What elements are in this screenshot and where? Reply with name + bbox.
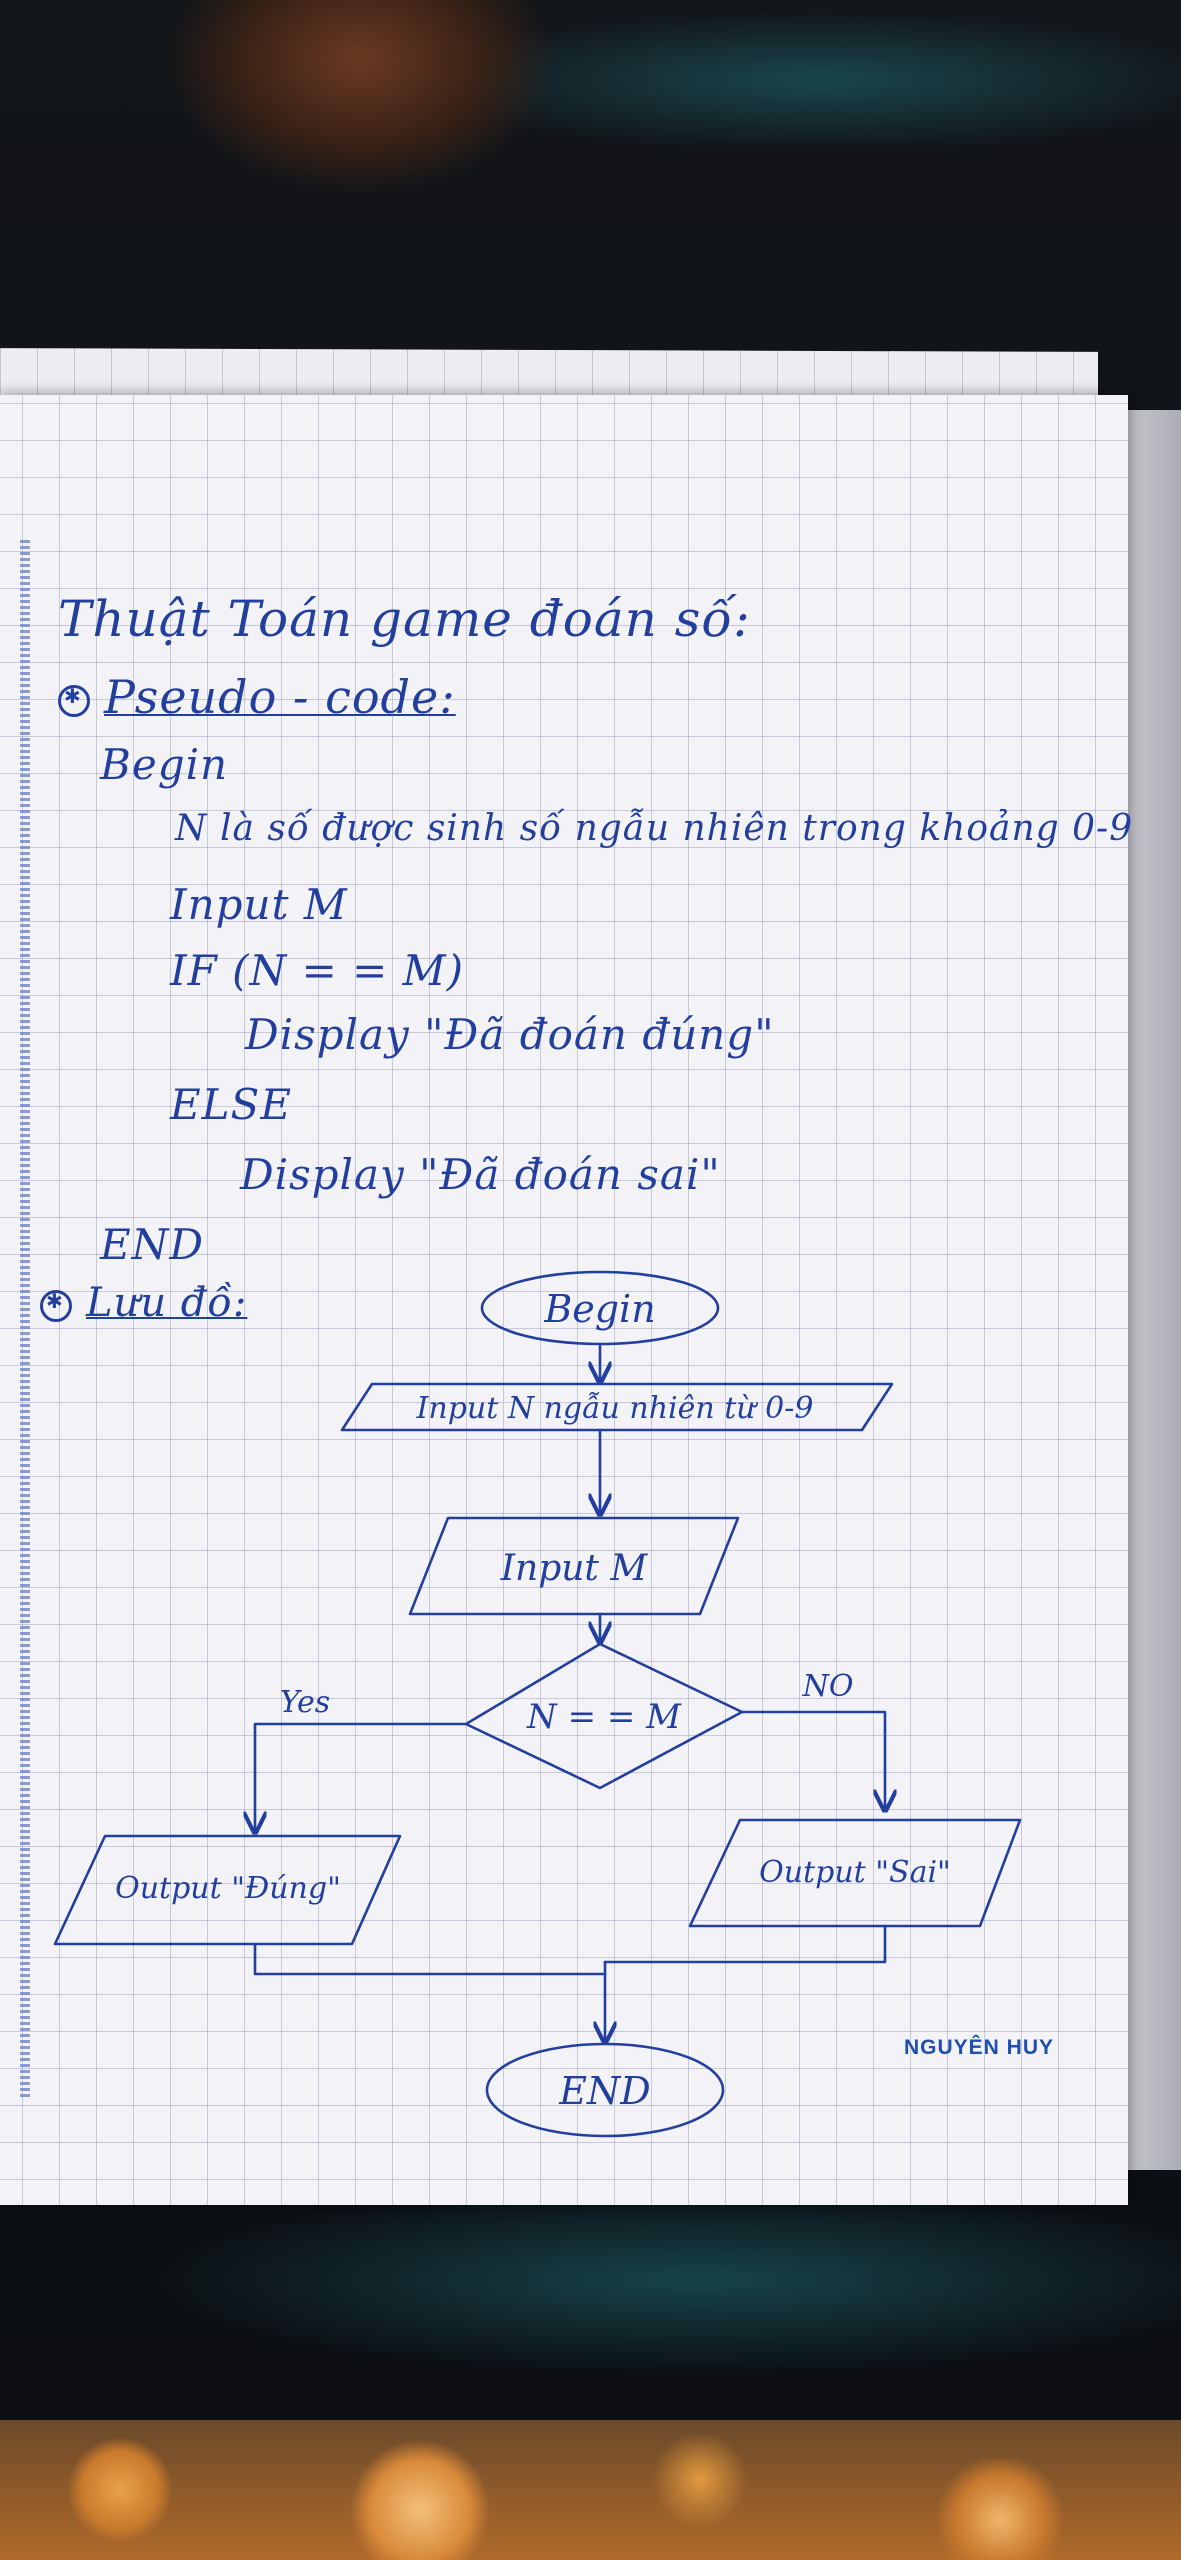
merge-no-line xyxy=(603,1924,887,1964)
flowchart-heading: Lưu đồ: xyxy=(40,1280,247,1326)
decision-diamond xyxy=(464,1642,744,1790)
decision-label: N = = M xyxy=(526,1697,682,1737)
page-title: Thuật Toán game đoán số: xyxy=(58,590,751,648)
asterisk-bullet-icon xyxy=(58,684,90,717)
output-no-parallelogram xyxy=(688,1818,1022,1928)
asterisk-bullet-icon xyxy=(40,1289,72,1322)
input-n-label: Input N ngẫu nhiên từ 0-9 xyxy=(416,1391,814,1426)
output-yes-label: Output "Đúng" xyxy=(115,1871,341,1906)
end-terminal xyxy=(485,2042,725,2138)
input-m-parallelogram xyxy=(408,1516,740,1616)
output-yes-parallelogram xyxy=(53,1834,402,1946)
code-line-n-definition: N là số được sinh số ngẫu nhiên trong kh… xyxy=(175,808,1134,849)
pseudocode-heading: Pseudo - code: xyxy=(58,670,456,724)
code-line-display-correct: Display "Đã đoán đúng" xyxy=(245,1010,775,1059)
input-n-parallelogram xyxy=(340,1382,894,1432)
begin-label: Begin xyxy=(543,1287,655,1331)
code-line-end: END xyxy=(100,1220,205,1269)
flowchart-heading-text: Lưu đồ: xyxy=(86,1280,248,1326)
no-branch-line xyxy=(740,1710,885,1808)
code-line-display-wrong: Display "Đã đoán sai" xyxy=(240,1150,721,1199)
input-m-label: Input M xyxy=(500,1548,649,1589)
code-line-begin: Begin xyxy=(100,740,229,789)
brand-stamp: NGUYÊN HUY xyxy=(904,2036,1055,2059)
yes-branch-line xyxy=(255,1722,468,1830)
output-no-label: Output "Sai" xyxy=(759,1855,951,1890)
merge-yes-line xyxy=(253,1942,607,1976)
notebook-page xyxy=(0,395,1128,2205)
pseudocode-heading-text: Pseudo - code: xyxy=(104,670,456,724)
end-label: END xyxy=(558,2069,650,2113)
side-pages-edge xyxy=(1120,410,1181,2170)
code-line-if: IF (N = = M) xyxy=(170,946,465,995)
page-margin-line xyxy=(20,540,30,2100)
code-line-input: Input M xyxy=(170,880,348,929)
floral-fabric xyxy=(0,2420,1181,2560)
code-line-else: ELSE xyxy=(170,1080,292,1129)
no-label: NO xyxy=(802,1669,854,1704)
yes-label: Yes xyxy=(280,1685,330,1720)
